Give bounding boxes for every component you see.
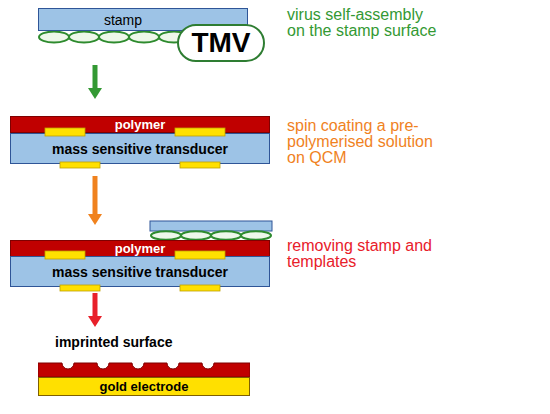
- node-text: polymer: [115, 117, 166, 132]
- imprinted-layer: [38, 357, 250, 377]
- virus-chain: [151, 231, 271, 239]
- transducer-block: mass sensitive transducer: [10, 256, 270, 287]
- node-text: TMV: [191, 28, 250, 58]
- virus-particle: [211, 231, 241, 239]
- virus-callout: TMV: [177, 24, 265, 62]
- electrode: [60, 285, 100, 291]
- virus-particle: [181, 231, 211, 239]
- imprinted-surface: imprinted surface: [38, 334, 250, 377]
- step-note: virus self-assembly on the stamp surface: [287, 7, 441, 39]
- virus-particle: [151, 231, 181, 239]
- electrode: [175, 251, 225, 259]
- small-stamp: [150, 221, 272, 231]
- process-arrow: [93, 293, 98, 316]
- transducer-block: mass sensitive transducer: [10, 133, 270, 164]
- virus-particle: [39, 32, 69, 43]
- virus-particle: [69, 32, 99, 43]
- process-arrow: [93, 176, 98, 214]
- node-text: mass sensitive transducer: [52, 264, 228, 280]
- node-text: imprinted surface: [55, 334, 172, 350]
- step-note: removing stamp and templates: [287, 238, 441, 270]
- node-text: gold electrode: [100, 379, 189, 394]
- step-note: spin coating a pre-polymerised solution …: [287, 118, 441, 166]
- virus-particle: [241, 231, 271, 239]
- imprinted-polymer: [38, 363, 250, 377]
- node-text: polymer: [115, 241, 166, 256]
- electrode: [45, 251, 85, 259]
- node-text: mass sensitive transducer: [52, 141, 228, 157]
- electrode: [45, 128, 85, 136]
- electrode: [60, 162, 100, 168]
- node-text: stamp: [104, 12, 142, 28]
- electrode: [175, 128, 225, 136]
- virus-particle: [129, 32, 159, 43]
- virus-particle: [99, 32, 129, 43]
- electrode: [180, 162, 220, 168]
- process-arrow: [93, 65, 98, 88]
- electrode: [180, 285, 220, 291]
- gold-electrode: gold electrode: [38, 377, 250, 396]
